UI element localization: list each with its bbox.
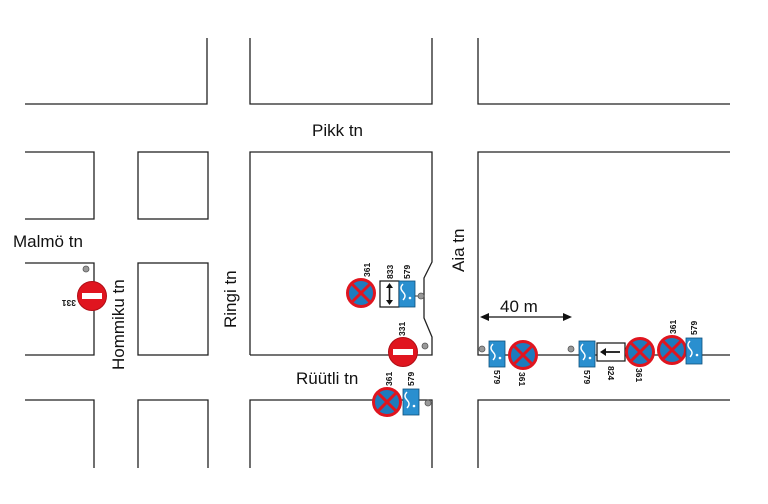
street-label-ringi: Ringi tn (221, 270, 240, 328)
no-stopping-sign (372, 387, 402, 417)
sign-code-331-a: 331 (62, 298, 76, 308)
sign-code-361-d: 361 (634, 368, 644, 382)
plate-579-d (578, 340, 596, 368)
sign-code-579-b: 579 (406, 372, 416, 386)
block-bottom-right (477, 399, 730, 468)
sign-group-arrow-zone: 579 824 361 (567, 337, 655, 384)
street-label-hommiku: Hommiku tn (109, 279, 128, 370)
sign-code-579-c: 579 (492, 370, 502, 384)
street-label-malmo: Malmö tn (13, 232, 83, 251)
plate-579-a (398, 280, 416, 308)
sign-group-aia-block: 361 833 579 (346, 263, 425, 308)
sign-group-ruutli-south: 361 579 (372, 372, 432, 417)
plate-579-c (488, 340, 506, 368)
block-low-left (137, 262, 209, 356)
no-stopping-sign (346, 278, 376, 308)
city-blocks (25, 38, 730, 468)
no-entry-sign (388, 337, 418, 367)
sign-code-361-a: 361 (362, 263, 372, 277)
sign-code-833: 833 (385, 265, 395, 279)
sign-code-579-d: 579 (582, 370, 592, 384)
distance-indicator: 40 m (480, 297, 572, 321)
sign-code-361-b: 361 (384, 372, 394, 386)
plate-579-e (685, 337, 703, 365)
block-bottom-left (25, 399, 95, 468)
plate-579-b (402, 388, 420, 416)
sign-code-579-a: 579 (402, 265, 412, 279)
block-top-middle (249, 38, 433, 105)
block-low-far-left (25, 262, 95, 356)
block-bottom-left2 (137, 399, 209, 468)
block-mid-far-left (25, 151, 95, 220)
block-main (249, 151, 433, 356)
sign-code-824: 824 (606, 366, 616, 380)
sign-code-361-e: 361 (668, 320, 678, 334)
sign-code-361-c: 361 (517, 372, 527, 386)
no-entry-sign (77, 281, 107, 311)
sign-group-aia-east: 579 361 (478, 340, 538, 386)
street-label-pikk: Pikk tn (312, 121, 363, 140)
block-mid-left (137, 151, 209, 220)
street-label-aia: Aia tn (449, 229, 468, 272)
distance-label: 40 m (500, 297, 538, 316)
no-stopping-sign (657, 335, 687, 365)
sign-group-hommiku: 331 (62, 265, 107, 311)
block-top-right (477, 38, 730, 105)
block-bottom-middle (249, 399, 433, 468)
sign-group-ruutli-corner: 331 (388, 322, 429, 367)
block-top-left (25, 38, 208, 105)
sign-group-far-east: 361 579 (657, 320, 703, 365)
sign-code-579-e: 579 (689, 321, 699, 335)
sign-code-331-b: 331 (397, 322, 407, 336)
no-stopping-sign (625, 337, 655, 367)
street-label-ruutli: Rüütli tn (296, 369, 358, 388)
no-stopping-sign (508, 340, 538, 370)
